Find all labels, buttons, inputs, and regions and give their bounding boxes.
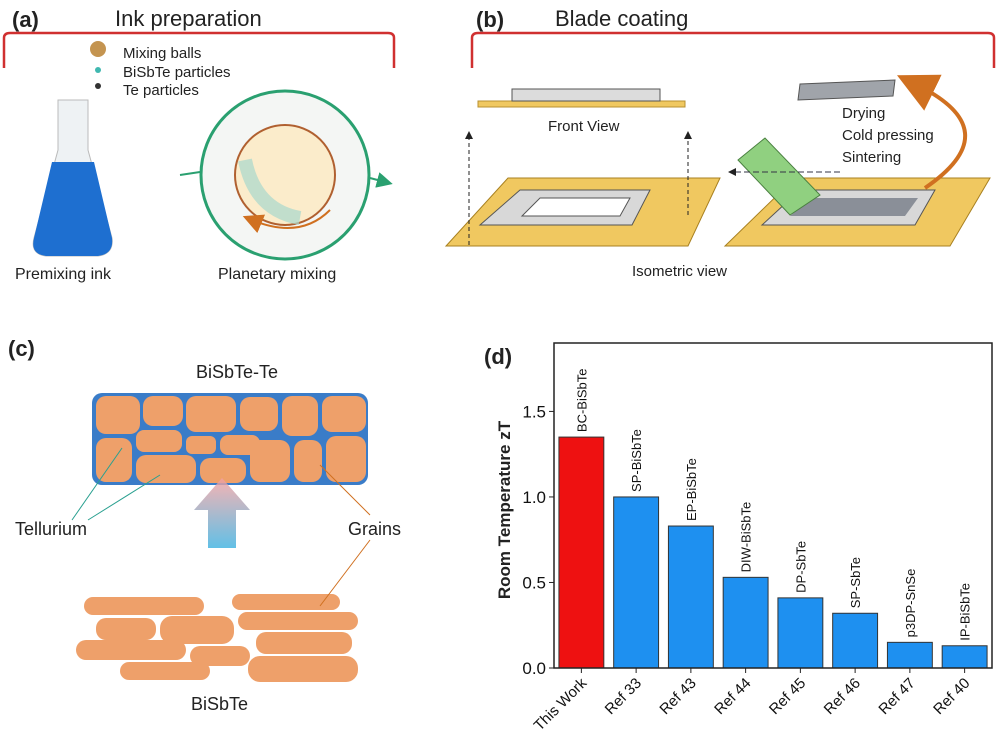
panel-c-label: (c) [8, 336, 35, 361]
frame-front [511, 88, 661, 102]
bar [722, 576, 769, 669]
legend-bisbte: BiSbTe particles [123, 64, 231, 81]
bar [777, 597, 824, 669]
bar [886, 641, 933, 669]
plot-frame [553, 342, 993, 669]
step-sintering: Sintering [842, 149, 901, 166]
panel-b-title: Blade coating [555, 6, 688, 31]
bisbte-te-title: BiSbTe-Te [196, 362, 278, 382]
bar [613, 496, 660, 669]
frame-opening [520, 197, 631, 217]
x-tick-label: This Work [531, 674, 591, 734]
bar-label: DIW-BiSbTe [739, 502, 754, 573]
y-axis-label: Room Temperature zT [495, 420, 514, 599]
mixing-ball-icon [90, 41, 106, 57]
panel-d-label: (d) [484, 344, 512, 369]
te-particle-icon [95, 83, 101, 89]
tellurium-pointer [71, 447, 161, 521]
bracket-b [470, 31, 996, 68]
isometric-view-label: Isometric view [632, 263, 727, 280]
y-tick-label: 1.5 [522, 402, 546, 421]
step-drying: Drying [842, 105, 885, 122]
bisbte-title: BiSbTe [191, 694, 248, 714]
x-tick-label: Ref 46 [821, 675, 864, 718]
front-view-label: Front View [548, 118, 620, 135]
caption-planetary: Planetary mixing [218, 266, 336, 283]
panel-c: (c) BiSbTe-Te BiSbTe Tellurium [8, 336, 401, 714]
bar [667, 525, 714, 669]
bar-label: BC-BiSbTe [574, 369, 589, 433]
bisbte-te-microstructure [92, 393, 368, 485]
x-tick-label: Ref 33 [602, 675, 645, 718]
bisbte-microstructure [76, 594, 358, 682]
bar-label: EP-BiSbTe [684, 458, 699, 521]
bar-label: SP-BiSbTe [629, 429, 644, 492]
grains-label: Grains [348, 519, 401, 539]
bar [832, 612, 879, 669]
grains-pointer [319, 464, 371, 607]
panel-a-label: (a) [12, 7, 39, 32]
substrate-front [477, 100, 686, 108]
bar-label: SP-SbTe [848, 557, 863, 608]
panel-a-title: Ink preparation [115, 6, 262, 31]
y-tick-label: 0.0 [522, 659, 546, 678]
bar-label: DP-SbTe [793, 541, 808, 593]
flask-icon [32, 99, 113, 257]
planetary-mixer-icon [179, 89, 393, 261]
bisbte-particle-icon [95, 67, 101, 73]
transformation-arrow [194, 478, 250, 548]
tellurium-label: Tellurium [15, 519, 87, 539]
panel-b-label: (b) [476, 7, 504, 32]
panel-a: (a) Ink preparation Mixing balls BiSbTe … [2, 6, 396, 283]
bar-label: p3DP-SnSe [903, 569, 918, 638]
blade-icon [737, 137, 821, 216]
bar-label: IP-BiSbTe [958, 583, 973, 641]
process-arrow [897, 74, 967, 190]
y-tick-label: 1.0 [522, 488, 546, 507]
x-tick-label: Ref 45 [766, 675, 809, 718]
y-tick-label: 0.5 [522, 573, 546, 592]
bracket-a [2, 31, 396, 68]
legend-mixing-balls: Mixing balls [123, 45, 201, 62]
dried-film-icon [797, 79, 896, 101]
step-cold-pressing: Cold pressing [842, 127, 934, 144]
coated-film [790, 198, 918, 216]
panel-b: (b) Blade coating Front View Drying Cold… [444, 6, 996, 280]
caption-premixing: Premixing ink [15, 266, 112, 283]
bar [941, 645, 988, 669]
x-tick-label: Ref 40 [930, 675, 973, 718]
legend-te: Te particles [123, 82, 199, 99]
x-tick-label: Ref 43 [656, 675, 699, 718]
bar [558, 436, 605, 669]
x-tick-label: Ref 44 [711, 675, 754, 718]
x-tick-label: Ref 47 [875, 675, 918, 718]
